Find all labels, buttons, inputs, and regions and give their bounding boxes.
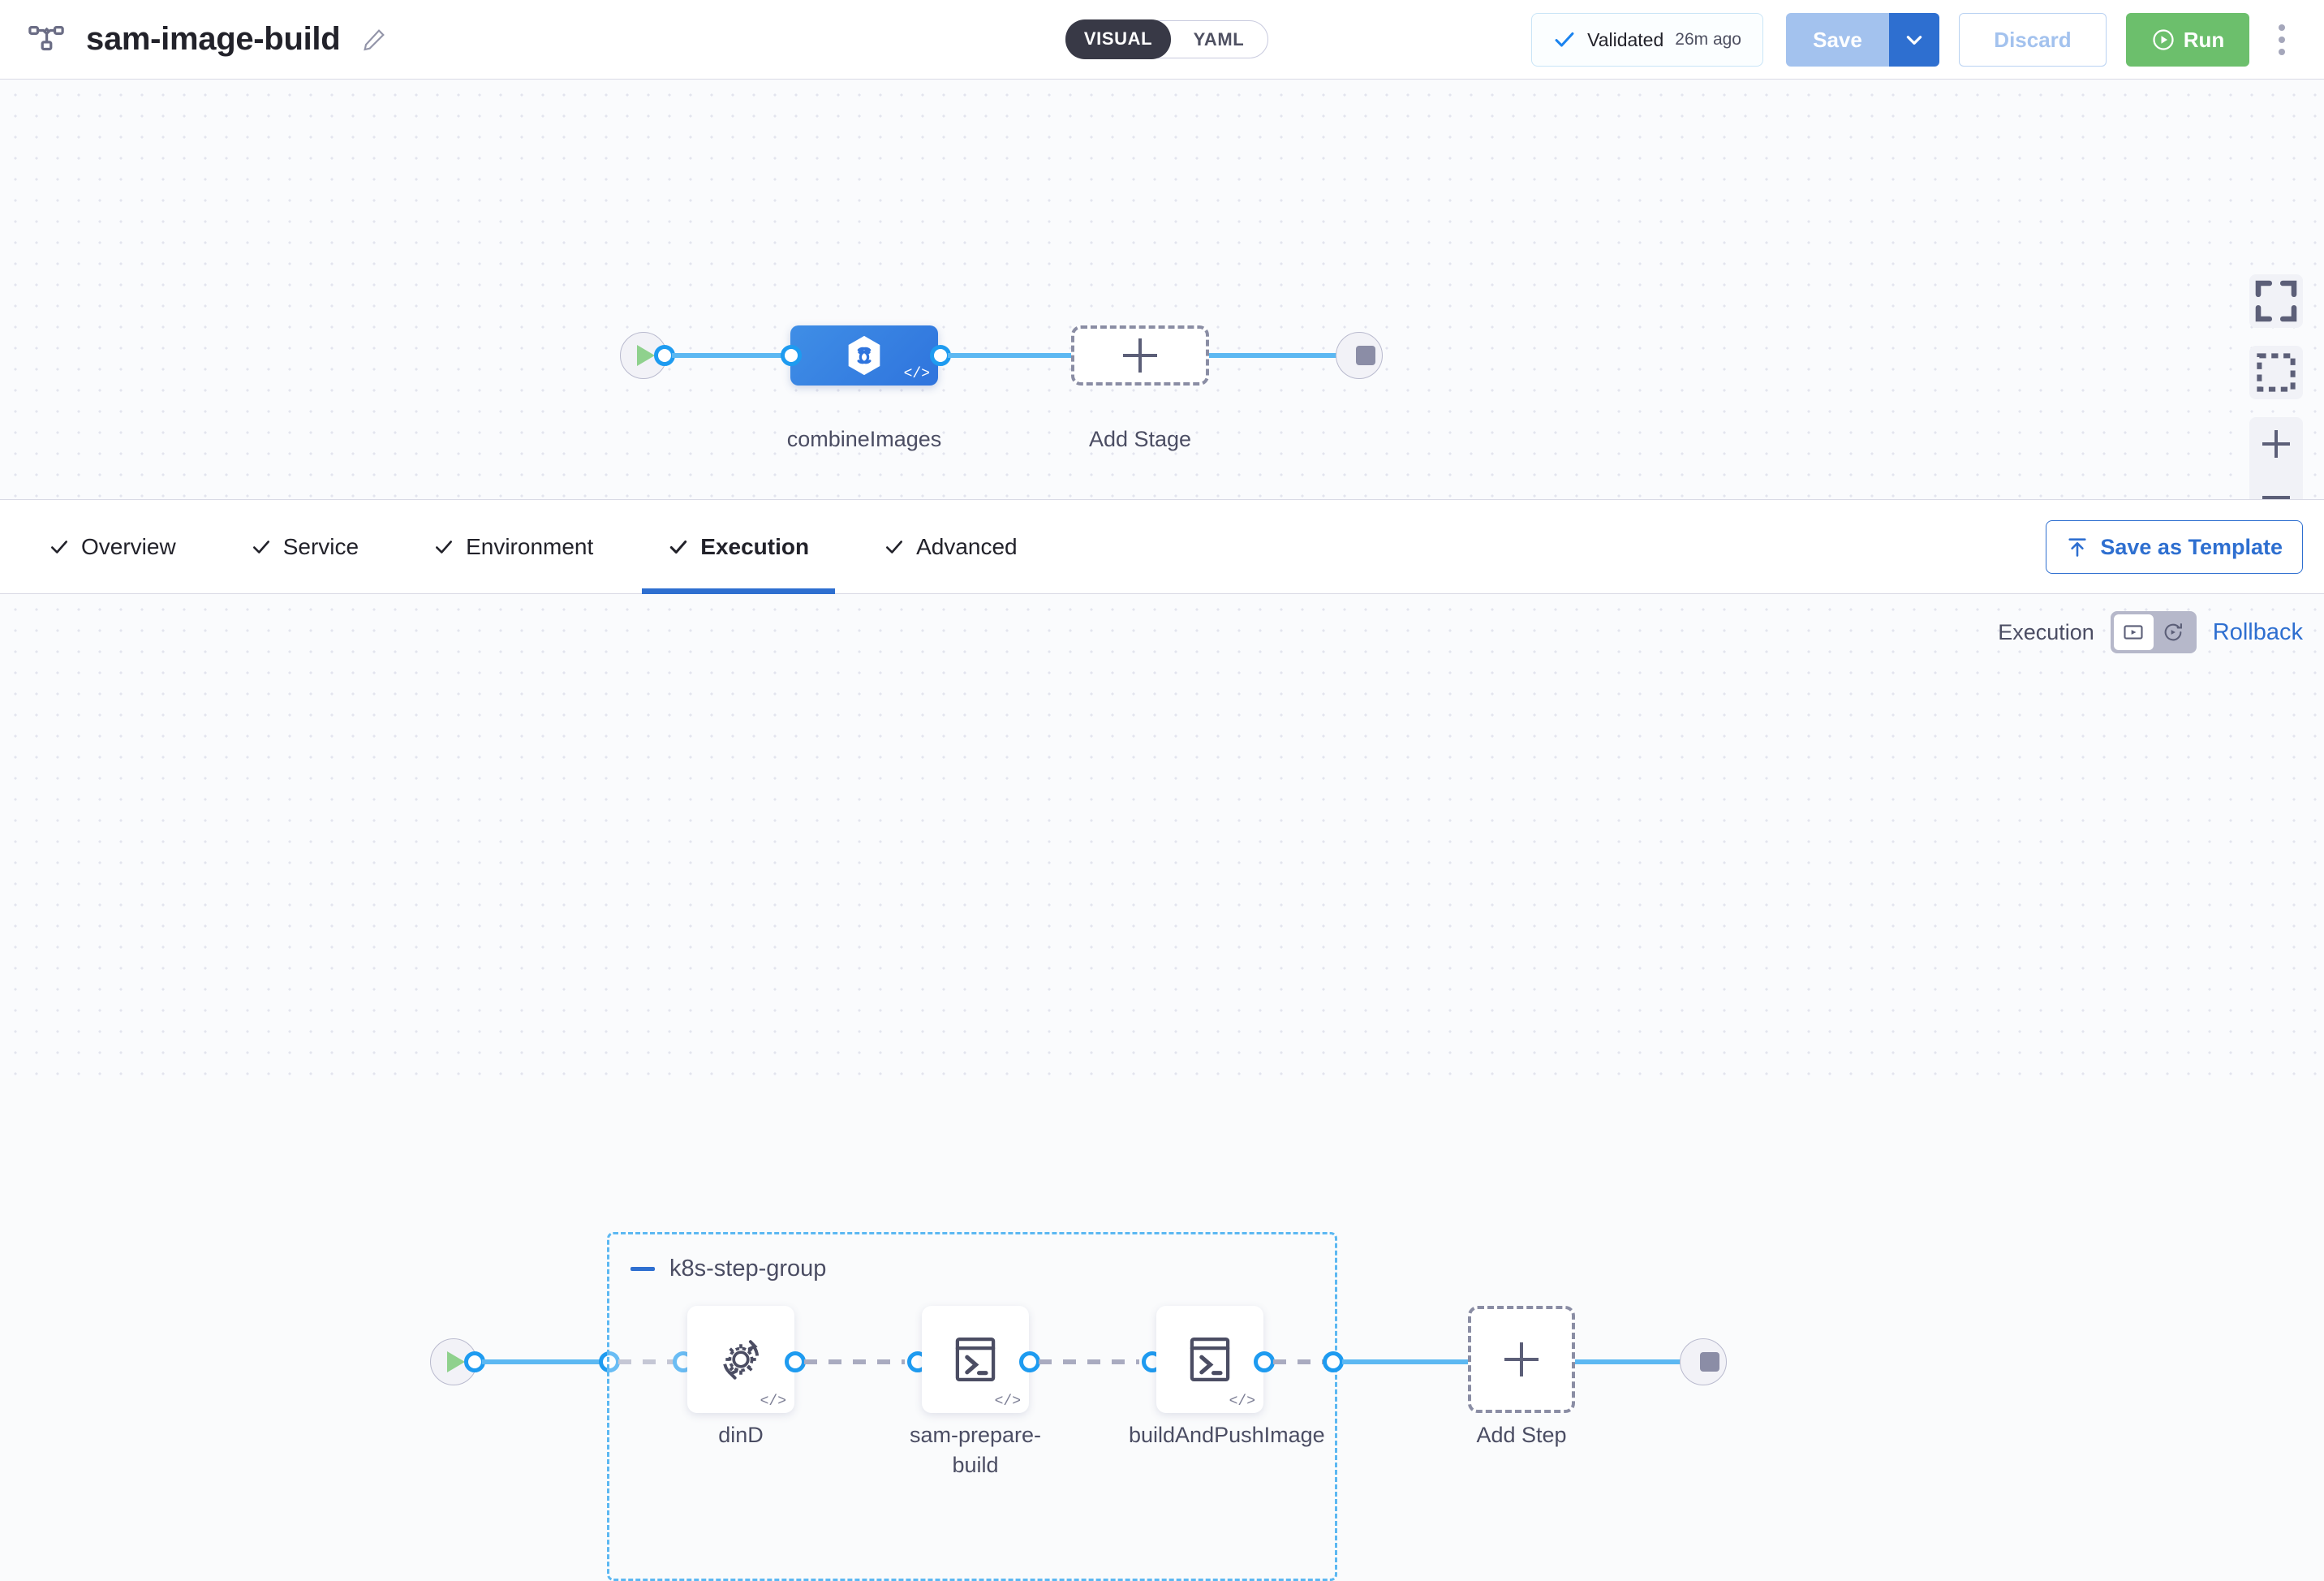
build-output-port[interactable] (1254, 1351, 1275, 1372)
terminal-icon (955, 1337, 996, 1382)
validated-label: Validated (1587, 28, 1664, 50)
step-code-badge[interactable]: </> (760, 1394, 786, 1410)
add-step-caption: Add Step (1476, 1423, 1567, 1447)
save-split-button[interactable]: Save (1786, 13, 1939, 67)
pipeline-nodes-icon (28, 21, 65, 58)
step-code-badge[interactable]: </> (1229, 1394, 1255, 1410)
step-caption-buildandpushimage: buildAndPushImage (1129, 1423, 1325, 1447)
minus-icon[interactable] (630, 1267, 655, 1271)
stage-input-port[interactable] (781, 345, 802, 366)
tab-environment[interactable]: Environment (432, 499, 595, 594)
canvas-controls (2249, 274, 2303, 524)
tab-advanced[interactable]: Advanced (882, 499, 1019, 594)
execution-view-icon[interactable] (2113, 614, 2154, 650)
select-area-icon[interactable] (2249, 346, 2303, 399)
edge-start-to-group (482, 1359, 610, 1364)
run-label: Run (2183, 27, 2225, 52)
tab-yaml[interactable]: YAML (1193, 28, 1245, 50)
edge-stage-to-addstage (948, 353, 1071, 358)
tab-service[interactable]: Service (249, 499, 360, 594)
save-dropdown-button[interactable] (1889, 13, 1939, 67)
status-badge-validated: Validated 26m ago (1531, 13, 1763, 67)
rollback-link[interactable]: Rollback (2212, 618, 2303, 645)
step-end-node (1680, 1338, 1727, 1385)
plus-icon (1123, 338, 1157, 373)
edge-dind-to-prepare (804, 1359, 905, 1364)
prepare-output-port[interactable] (1019, 1351, 1040, 1372)
step-code-badge[interactable]: </> (994, 1394, 1021, 1410)
upload-template-icon (2068, 538, 2086, 557)
rollback-view-icon[interactable] (2154, 614, 2193, 650)
execution-label: Execution (1998, 619, 2094, 644)
check-icon (251, 536, 272, 558)
stage-output-port[interactable] (930, 345, 951, 366)
save-as-template-button[interactable]: Save as Template (2046, 520, 2303, 574)
app-header: sam-image-build VISUAL YAML Validated 26… (0, 0, 2324, 80)
stage-caption-combineimages: combineImages (786, 427, 942, 451)
add-stage-button[interactable] (1071, 325, 1209, 386)
kebab-menu-icon[interactable] (2261, 13, 2303, 67)
group-exit-port[interactable] (1323, 1351, 1344, 1372)
plus-icon (1504, 1342, 1539, 1376)
tab-overview[interactable]: Overview (47, 499, 178, 594)
stage-canvas[interactable]: </> combineImages Add Stage (0, 80, 2324, 524)
check-icon (433, 536, 454, 558)
chevron-down-icon (1906, 36, 1922, 45)
tab-execution[interactable]: Execution (642, 499, 835, 594)
tab-visual[interactable]: VISUAL (1065, 19, 1171, 59)
tab-label: Environment (466, 533, 594, 559)
validated-timestamp: 26m ago (1675, 30, 1741, 49)
step-caption-sam-prepare-build: sam-prepare-build (909, 1423, 1042, 1478)
add-step-button[interactable] (1468, 1306, 1575, 1413)
header-left-group: sam-image-build (28, 21, 387, 58)
harness-hex-icon (848, 335, 880, 376)
stop-icon (1700, 1352, 1719, 1372)
check-icon (668, 536, 689, 558)
stage-config-tabs: Overview Service Environment Execution A… (0, 499, 2324, 594)
stage-code-badge[interactable]: </> (903, 366, 930, 382)
header-actions: Validated 26m ago Save Discard Run (1531, 0, 2303, 80)
step-caption-dind: dinD (718, 1423, 764, 1447)
tab-label: Service (282, 533, 359, 559)
pipeline-end-node (1336, 332, 1383, 379)
edge-group-to-addstep (1342, 1359, 1468, 1364)
page-title: sam-image-build (86, 21, 341, 57)
tab-label: Execution (700, 533, 810, 559)
step-group-header: k8s-step-group (630, 1256, 826, 1282)
check-icon (49, 536, 70, 558)
view-mode-toggle[interactable]: VISUAL YAML (1065, 19, 1268, 59)
edge-start-to-stage (672, 353, 790, 358)
tab-label: Advanced (916, 533, 1018, 559)
tab-label: Overview (81, 533, 176, 559)
run-button[interactable]: Run (2126, 13, 2249, 67)
dind-output-port[interactable] (785, 1351, 806, 1372)
play-icon (447, 1351, 465, 1372)
save-button[interactable]: Save (1786, 13, 1889, 67)
zoom-in-icon[interactable] (2262, 430, 2290, 458)
execution-rollback-switch: Execution Rollback (1998, 611, 2303, 653)
edge-prepare-to-build (1039, 1359, 1139, 1364)
check-icon (884, 536, 905, 558)
pencil-edit-icon[interactable] (361, 27, 387, 53)
gear-rotate-icon (723, 1340, 760, 1380)
step-node-dind[interactable]: </> (687, 1306, 794, 1413)
stage-node-combineimages[interactable]: </> (790, 325, 938, 386)
play-circle-icon (2153, 29, 2174, 50)
terminal-icon (1190, 1337, 1230, 1382)
step-node-sam-prepare-build[interactable]: </> (922, 1306, 1029, 1413)
step-canvas[interactable]: Execution Rollback (0, 594, 2324, 1581)
stop-icon (1356, 346, 1375, 365)
play-icon (637, 345, 655, 366)
zoom-out-icon[interactable] (2262, 484, 2290, 511)
step-group-title: k8s-step-group (669, 1256, 827, 1282)
check-icon (1553, 28, 1576, 51)
fit-to-screen-icon[interactable] (2249, 274, 2303, 328)
save-as-template-label: Save as Template (2100, 534, 2283, 559)
view-segmented-control[interactable] (2110, 611, 2197, 653)
edge-addstage-to-end (1209, 353, 1357, 358)
add-stage-caption: Add Stage (1088, 427, 1192, 451)
discard-button[interactable]: Discard (1959, 13, 2107, 67)
step-node-buildandpushimage[interactable]: </> (1156, 1306, 1263, 1413)
